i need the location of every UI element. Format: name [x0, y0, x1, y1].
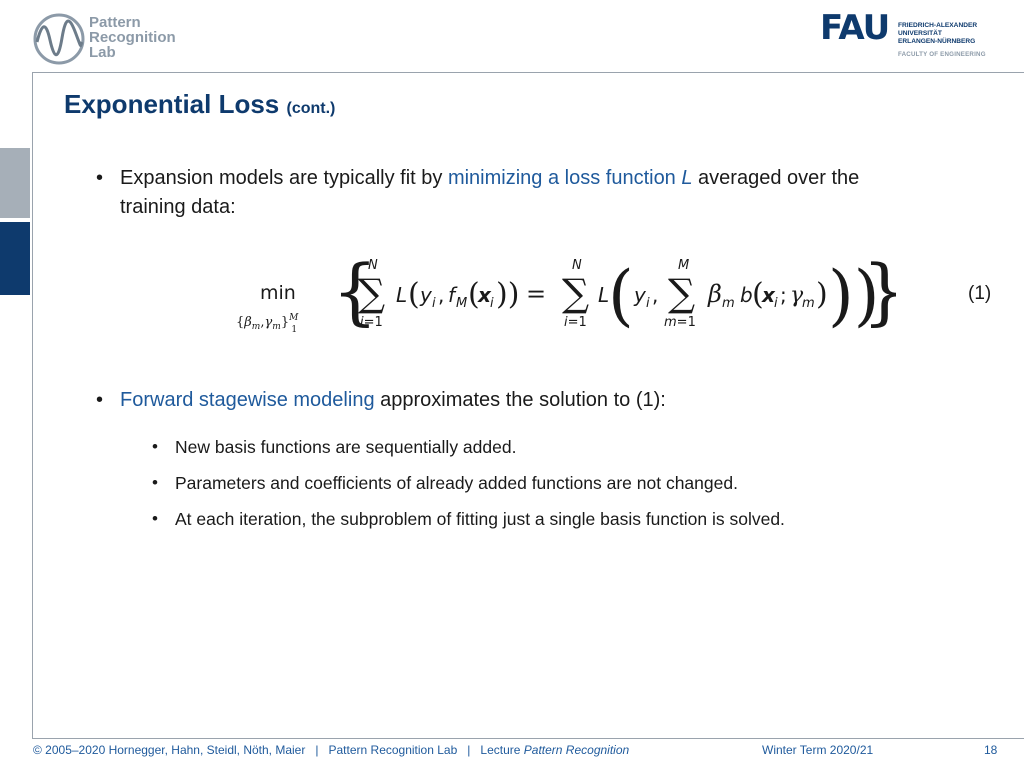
- sub-bullet: • Parameters and coefficients of already…: [152, 472, 1002, 494]
- footer-copyright: © 2005–2020 Hornegger, Hahn, Steidl, Nöt…: [33, 743, 306, 757]
- frame-bottom-rule: [32, 738, 1024, 739]
- page-number: 18: [984, 743, 998, 757]
- bullet1-highlight: minimizing a loss function: [447, 167, 676, 189]
- frame-top-rule: [32, 72, 1024, 73]
- sub-bullet-dot: •: [152, 437, 158, 456]
- svg-text:,: ,: [652, 283, 658, 307]
- side-marker-grey: [0, 148, 30, 218]
- svg-text:min: min: [260, 282, 296, 304]
- fau-line: FRIEDRICH-ALEXANDER: [898, 22, 978, 29]
- svg-text:∑: ∑: [668, 271, 695, 315]
- svg-text:;: ;: [780, 283, 787, 307]
- bullet-text: Expansion models are typically fit by mi…: [120, 164, 996, 222]
- svg-text:γ: γ: [790, 283, 804, 308]
- fau-logo-lines: FRIEDRICH-ALEXANDER UNIVERSITÄT ERLANGEN…: [898, 22, 977, 46]
- svg-text:m: m: [802, 296, 815, 311]
- svg-text:y: y: [419, 283, 433, 307]
- svg-text:f: f: [448, 283, 458, 307]
- sub-bullet: • At each iteration, the subproblem of f…: [152, 508, 1002, 530]
- svg-text:L: L: [598, 283, 609, 307]
- footer-credits: © 2005–2020 Hornegger, Hahn, Steidl, Nöt…: [33, 743, 629, 757]
- slide-title-suffix: (cont.): [286, 100, 336, 117]
- lab-logo-text: Pattern Recognition Lab: [89, 15, 176, 60]
- footer-sep: |: [467, 743, 471, 757]
- pattern-recognition-lab-logo: [33, 13, 85, 65]
- svg-text:b: b: [740, 283, 753, 307]
- sub-bullet-text: New basis functions are sequentially add…: [175, 437, 517, 457]
- footer-sep: |: [315, 743, 319, 757]
- bullet1-line2: training data:: [120, 196, 236, 218]
- svg-text:x: x: [761, 283, 776, 307]
- slide-title: Exponential Loss (cont.): [64, 88, 335, 125]
- sub-bullet-text: Parameters and coefficients of already a…: [175, 473, 738, 493]
- fau-logo-word: FAU: [820, 8, 890, 48]
- svg-text:)): )): [496, 277, 519, 312]
- bullet-expansion-models: • Expansion models are typically fit by …: [96, 164, 996, 222]
- svg-text:m=1: m=1: [664, 315, 696, 330]
- svg-text:i=1: i=1: [360, 315, 383, 330]
- svg-text:=: =: [526, 280, 546, 308]
- svg-text:β: β: [707, 280, 722, 308]
- svg-text:{: {: [332, 249, 378, 333]
- svg-text:i=1: i=1: [564, 315, 587, 330]
- footer-lab: Pattern Recognition Lab: [328, 743, 458, 757]
- svg-text:(: (: [408, 277, 420, 312]
- svg-text:(: (: [752, 277, 764, 312]
- svg-text:i: i: [774, 296, 778, 311]
- svg-text:i: i: [432, 296, 436, 311]
- equation-number: (1): [968, 283, 992, 304]
- svg-text:L: L: [396, 283, 407, 307]
- lab-logo-line: Recognition: [89, 29, 176, 46]
- svg-text:,: ,: [438, 283, 444, 307]
- svg-text:{βm,γm}M1: {βm,γm}M1: [236, 313, 299, 335]
- footer-term: Winter Term 2020/21: [762, 743, 874, 757]
- bullet1-var: L: [681, 167, 693, 189]
- lab-logo-line: Pattern: [89, 14, 141, 31]
- svg-text:N: N: [368, 258, 378, 273]
- fau-line: ERLANGEN-NÜRNBERG: [898, 38, 976, 45]
- sub-bullet: • New basis functions are sequentially a…: [152, 436, 1002, 458]
- bullet2-post: approximates the solution to (1):: [374, 389, 666, 411]
- lab-logo-line: Lab: [89, 44, 116, 61]
- svg-text:∑: ∑: [358, 271, 385, 315]
- fau-faculty: FACULTY OF ENGINEERING: [898, 51, 986, 58]
- bullet2-highlight: Forward stagewise modeling: [120, 389, 375, 411]
- footer-lecture-pre: Lecture: [480, 743, 524, 757]
- bullet-dot: •: [96, 167, 104, 189]
- svg-text:(: (: [468, 277, 480, 312]
- svg-text:∑: ∑: [562, 271, 589, 315]
- footer-lecture-name: Pattern Recognition: [523, 743, 630, 757]
- sub-bullet-text: At each iteration, the subproblem of fit…: [175, 509, 785, 529]
- bullet1-pre: Expansion models are typically fit by: [120, 167, 448, 189]
- svg-text:)): )): [828, 257, 880, 334]
- fau-line: UNIVERSITÄT: [898, 30, 942, 37]
- svg-text:(: (: [608, 257, 634, 334]
- bullet-dot: •: [96, 389, 104, 411]
- sub-bullet-dot: •: [152, 509, 158, 528]
- bullet1-post: averaged over the: [692, 167, 860, 189]
- bullet-forward-stagewise: • Forward stagewise modeling approximate…: [96, 386, 996, 415]
- svg-text:}: }: [862, 249, 896, 333]
- svg-text:m: m: [722, 296, 735, 311]
- slide-title-main: Exponential Loss: [64, 89, 280, 119]
- svg-text:M: M: [678, 258, 689, 273]
- svg-text:i: i: [646, 296, 650, 311]
- bullet-text: Forward stagewise modeling approximates …: [120, 386, 996, 415]
- side-marker-blue: [0, 222, 30, 295]
- svg-text:N: N: [572, 258, 582, 273]
- svg-text:M: M: [456, 296, 467, 311]
- svg-text:): ): [816, 277, 828, 312]
- svg-text:y: y: [633, 283, 647, 307]
- frame-left-rule: [32, 72, 33, 738]
- sub-bullet-dot: •: [152, 473, 158, 492]
- svg-text:x: x: [477, 283, 492, 307]
- svg-text:i: i: [490, 296, 494, 311]
